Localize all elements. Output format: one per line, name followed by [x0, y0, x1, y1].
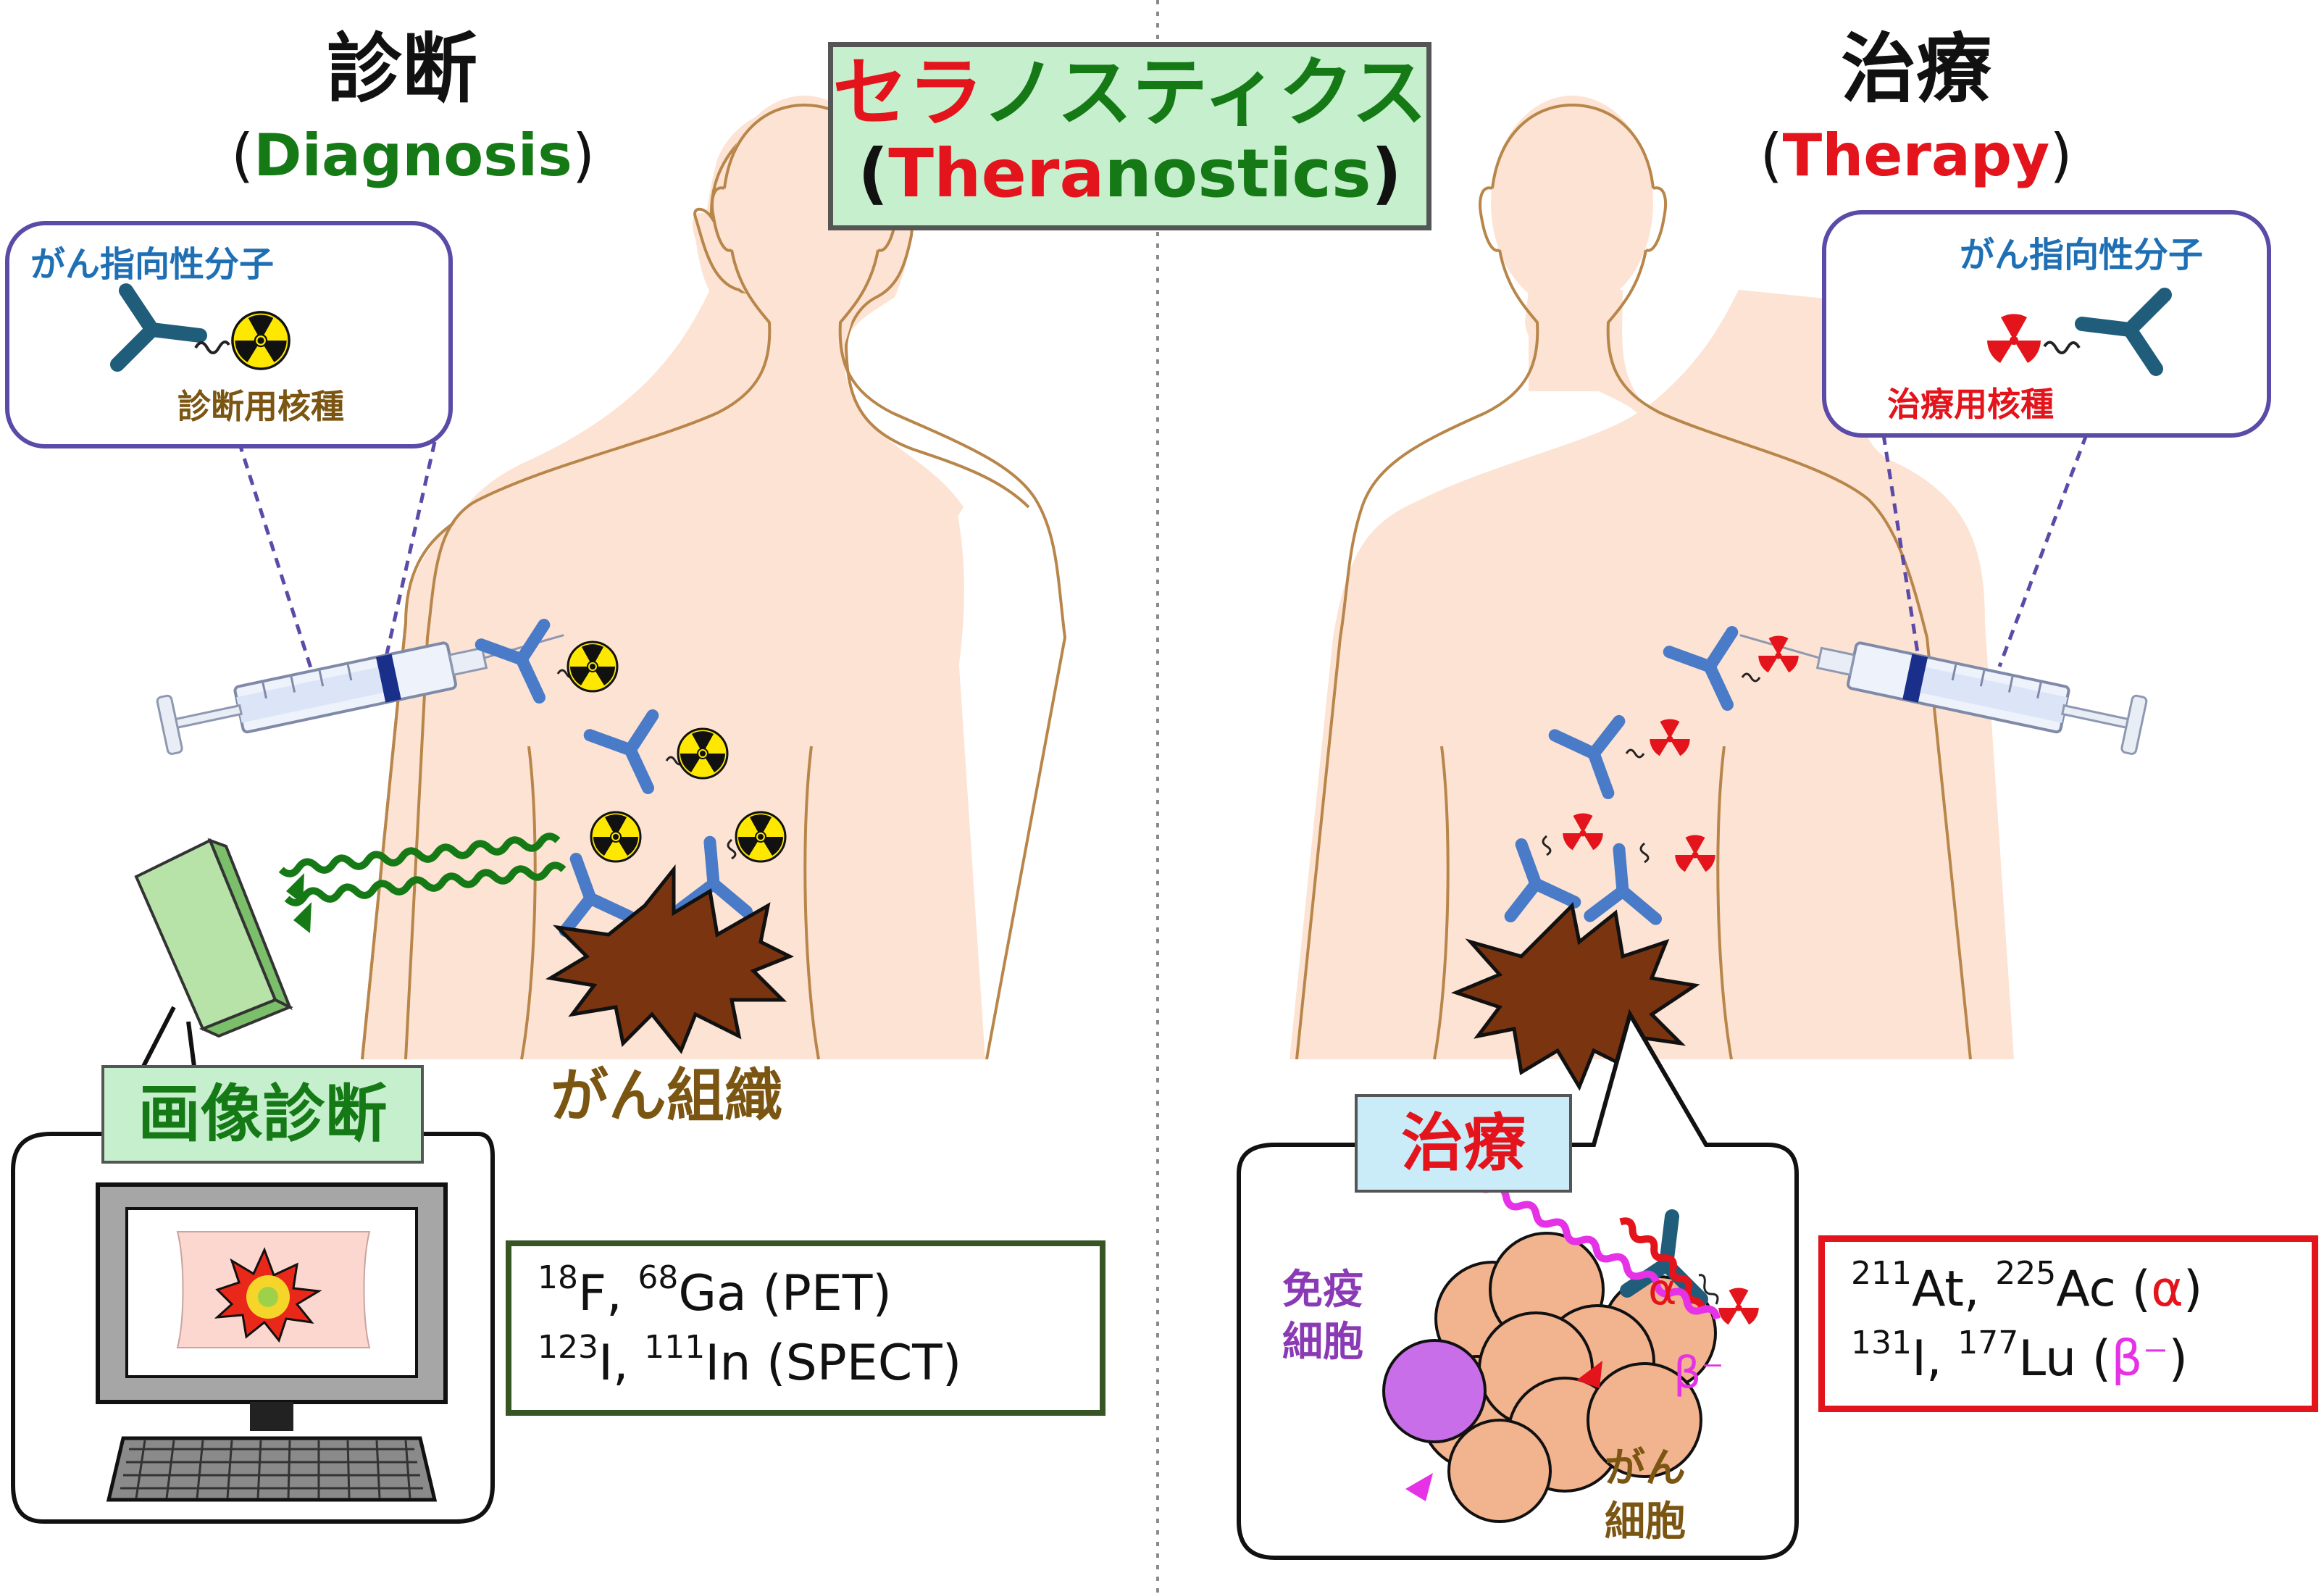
left-callout-linker — [194, 340, 230, 354]
left-tumor — [545, 864, 795, 1054]
isotope-element: Lu — [2018, 1330, 2077, 1388]
left-nuclide-3 — [590, 811, 642, 863]
therapeutic-isotope-row-1: 211At, 225Ac (α) — [1851, 1255, 2203, 1319]
isotope-paren-open: ( — [2115, 1261, 2152, 1318]
right-callout-molecule-label: がん指向性分子 — [1960, 235, 2204, 275]
isotope-mass: 131 — [1851, 1324, 1912, 1361]
title-jp-red: セラ — [832, 49, 982, 137]
therapy-label-box — [1355, 1094, 1572, 1193]
beta-ray — [1460, 1166, 1721, 1320]
title-english: (Theranostics) — [828, 130, 1431, 217]
title-jp-green: ノスティクス — [982, 49, 1427, 137]
right-callout-connectors — [1881, 434, 2089, 667]
therapeutic-isotopes-box: 211At, 225Ac (α) 131I, 177Lu (β⁻) — [1818, 1235, 2318, 1412]
left-nuclide-2 — [677, 727, 729, 780]
diagnostic-isotope-row-2: 123I, 111In (SPECT) — [538, 1329, 962, 1393]
left-nuclide-1 — [567, 640, 619, 693]
imaging-label-box — [101, 1065, 424, 1164]
left-sub-text: Diagnosis — [254, 122, 572, 189]
isotope-element: Ga — [678, 1265, 747, 1322]
tumor-label: がん組織 — [551, 1062, 782, 1130]
isotope-mass: 68 — [638, 1259, 679, 1296]
title-en-red: Thera — [888, 135, 1105, 212]
detector-camera — [106, 838, 293, 1135]
left-callout-bubble — [5, 221, 453, 448]
immune-cell — [1382, 1339, 1487, 1443]
isotope-mass: 211 — [1851, 1255, 1912, 1292]
title-box — [828, 42, 1431, 230]
right-sub-text: Therapy — [1782, 122, 2050, 189]
diagnostic-isotopes-box: 18F, 68Ga (PET) 123I, 111In (SPECT) — [506, 1240, 1105, 1416]
beta-label: β⁻ — [1673, 1348, 1724, 1398]
title-japanese: セラノスティクス — [828, 49, 1431, 136]
isotope-paren-open: ( — [2076, 1330, 2112, 1388]
right-sub-open: ( — [1760, 122, 1783, 189]
isotope-element: In — [705, 1335, 751, 1392]
left-torso-fill — [404, 96, 1067, 1060]
isotope-paren-close: ) — [2168, 1330, 2189, 1388]
right-callout-nuclide-label: 治療用核種 — [1887, 385, 2054, 424]
left-callout-molecule-label: がん指向性分子 — [30, 244, 275, 285]
isotope-mass: 177 — [1957, 1324, 2019, 1361]
therapy-label: 治療 — [1401, 1107, 1526, 1180]
isotope-mass: 111 — [644, 1329, 706, 1366]
isotope-element: F — [578, 1265, 607, 1322]
title-paren-open: ( — [858, 135, 889, 212]
isotope-element: At — [1911, 1261, 1964, 1318]
isotope-element: Ac — [2056, 1261, 2116, 1318]
isotope-mass: 18 — [538, 1259, 578, 1296]
left-callout-nuclide-icon — [231, 311, 290, 370]
cancer-cell-label: がん 細胞 — [1605, 1445, 1686, 1545]
right-subheading: (Therapy) — [1731, 116, 2101, 196]
title-paren-close: ) — [1371, 135, 1402, 212]
computer-monitor — [96, 1182, 448, 1502]
right-body-silhouette — [1290, 96, 2014, 1060]
isotope-element: I — [598, 1335, 614, 1392]
right-callout-bubble — [1822, 210, 2271, 438]
isotope-mass: 123 — [538, 1329, 598, 1366]
left-callout-connectors — [237, 441, 437, 671]
isotope-decay-symbol: β⁻ — [2111, 1330, 2169, 1388]
right-sub-close: ) — [2049, 122, 2073, 189]
left-heading: 診断 — [326, 25, 477, 113]
right-heading: 治療 — [1840, 25, 1991, 113]
therapeutic-isotope-row-2: 131I, 177Lu (β⁻) — [1851, 1324, 2189, 1388]
left-linker-4 — [727, 838, 737, 860]
left-sub-close: ) — [572, 122, 595, 189]
left-subheading: (Diagnosis) — [217, 116, 609, 196]
left-sub-open: ( — [230, 122, 254, 189]
alpha-label: α — [1648, 1264, 1677, 1315]
left-callout-nuclide-label: 診断用核種 — [177, 387, 344, 426]
gamma-ray-waves — [278, 833, 567, 933]
isotope-mass: 225 — [1995, 1255, 2057, 1292]
title-en-green: nostics — [1104, 135, 1371, 212]
isotope-element: I — [1911, 1330, 1927, 1388]
diagnostic-isotope-row-1: 18F, 68Ga (PET) — [538, 1259, 892, 1323]
immune-cell-label: 免疫 細胞 — [1282, 1267, 1363, 1366]
isotope-decay-symbol: α — [2151, 1261, 2183, 1318]
isotope-method: (SPECT) — [751, 1335, 962, 1392]
cancer-cell-cluster — [1382, 1232, 1717, 1523]
isotope-paren-close: ) — [2183, 1261, 2203, 1318]
right-callout-linker — [2043, 341, 2081, 354]
left-nuclide-4 — [735, 811, 787, 863]
imaging-label: 画像診断 — [138, 1078, 388, 1151]
isotope-method: (PET) — [746, 1265, 892, 1322]
